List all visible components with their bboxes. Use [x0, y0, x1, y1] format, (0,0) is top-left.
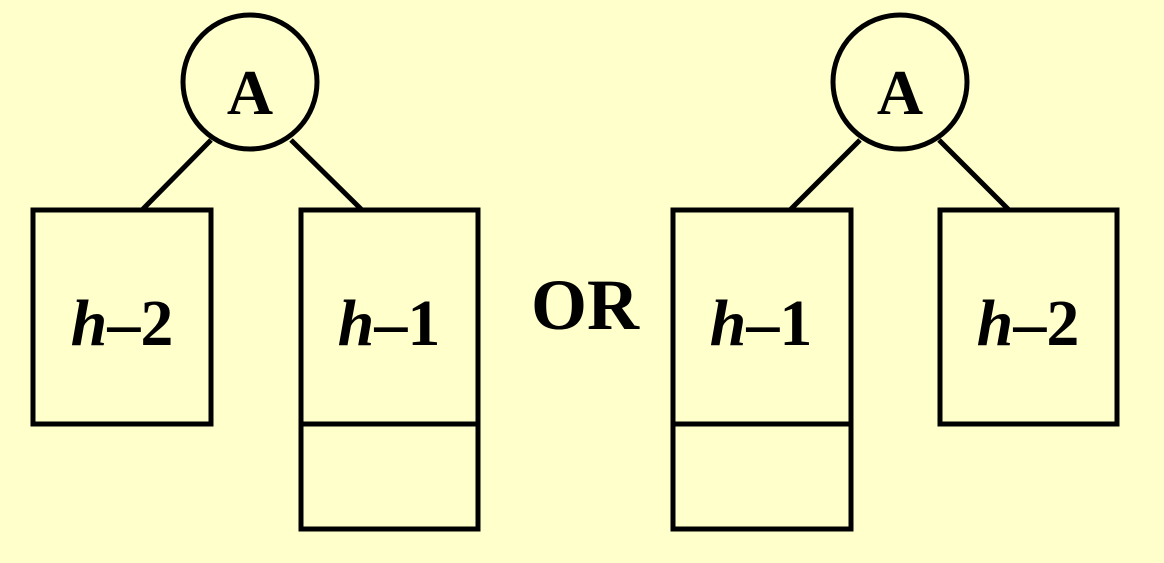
- left-tree-root-node: [180, 12, 320, 152]
- left-tree-right-subtree-suffix: –1: [373, 287, 440, 360]
- right-tree-root-label: A: [877, 57, 923, 128]
- left-tree-left-subtree: [30, 207, 214, 427]
- right-tree-edge-left: [788, 138, 862, 212]
- right-tree-left-subtree-var: h: [710, 287, 747, 360]
- left-tree-edge-left: [140, 138, 213, 212]
- left-tree-right-subtree-extra-level: [298, 421, 481, 532]
- or-separator: OR: [531, 265, 640, 345]
- left-tree-left-subtree-var: h: [71, 287, 108, 360]
- left-tree-left-subtree-label: h–2: [71, 287, 174, 360]
- right-tree-edge-right: [937, 138, 1011, 212]
- left-tree-edge-right: [289, 138, 364, 212]
- right-tree-root-node: [830, 12, 970, 152]
- right-tree-left-subtree-extra-level: [670, 421, 854, 532]
- right-tree-right-subtree-suffix: –2: [1012, 287, 1079, 360]
- left-tree-right-subtree-var: h: [338, 287, 375, 360]
- left-tree: A h–2 h–1: [30, 12, 481, 532]
- left-tree-right-subtree-label: h–1: [338, 287, 441, 360]
- right-tree-right-subtree-label: h–2: [977, 287, 1080, 360]
- right-tree-left-subtree-label: h–1: [710, 287, 813, 360]
- left-tree-left-subtree-suffix: –2: [106, 287, 173, 360]
- left-tree-root-label: A: [227, 57, 273, 128]
- right-tree: A h–1 h–2: [670, 12, 1120, 532]
- right-tree-right-subtree-var: h: [977, 287, 1014, 360]
- right-tree-left-subtree-suffix: –1: [745, 287, 812, 360]
- right-tree-right-subtree: [937, 207, 1120, 427]
